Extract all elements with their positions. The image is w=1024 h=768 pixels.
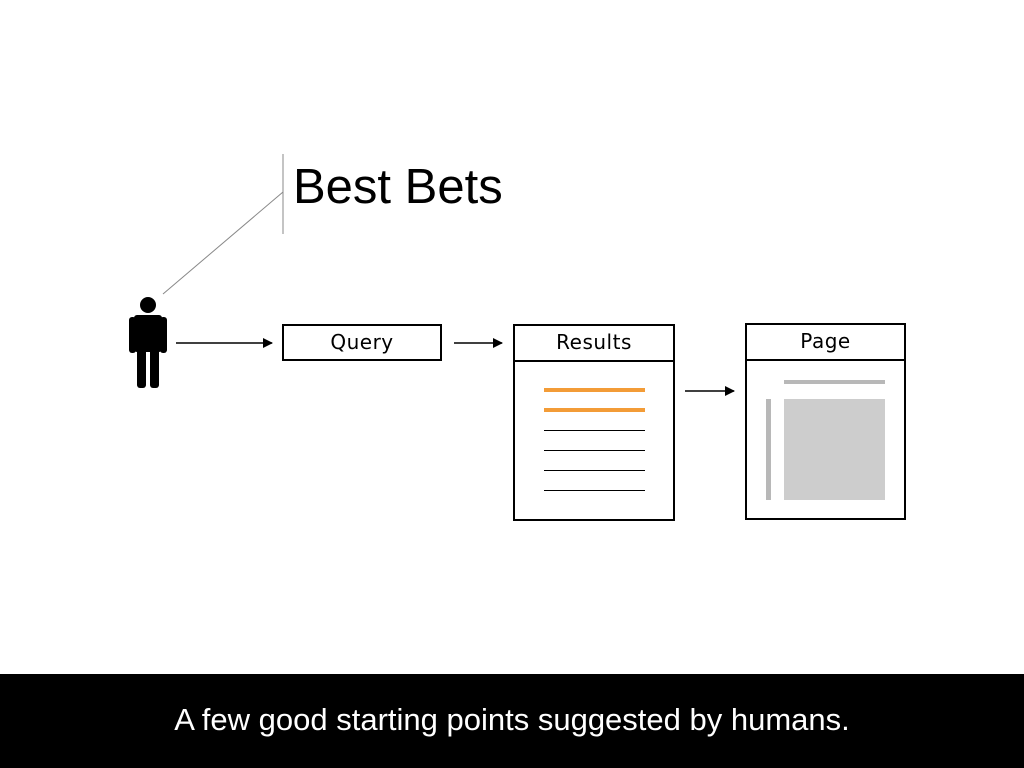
page-box: Page xyxy=(745,323,906,520)
best-bet-result-line xyxy=(544,388,645,392)
callout-pointer-line xyxy=(162,191,284,295)
page-label: Page xyxy=(800,329,851,353)
footer-bar xyxy=(0,674,1024,768)
footer-caption: A few good starting points suggested by … xyxy=(174,702,850,737)
best-bet-result-line xyxy=(544,408,645,412)
page-content-block xyxy=(784,399,885,500)
regular-result-line xyxy=(544,470,645,471)
page-sidebar-bar xyxy=(766,399,771,500)
regular-result-line xyxy=(544,450,645,451)
query-box: Query xyxy=(282,324,442,361)
page-heading-bar xyxy=(784,380,885,384)
regular-result-line xyxy=(544,430,645,431)
results-header: Results xyxy=(515,326,673,362)
regular-result-line xyxy=(544,490,645,491)
page-header: Page xyxy=(747,325,904,361)
results-label: Results xyxy=(556,330,632,354)
query-label: Query xyxy=(330,330,394,354)
results-box: Results xyxy=(513,324,675,521)
diagram-title: Best Bets xyxy=(293,160,503,214)
